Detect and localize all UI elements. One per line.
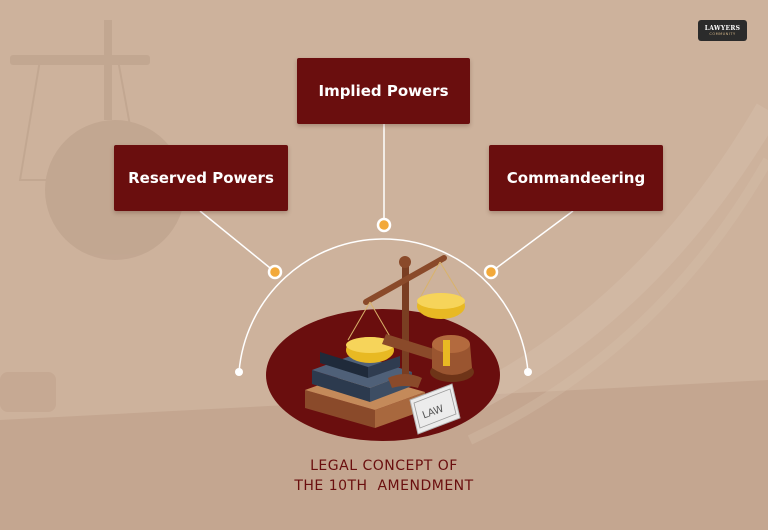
connector-arc xyxy=(238,238,529,373)
node-reserved-powers-label: Reserved Powers xyxy=(128,169,274,187)
connector-commandeering xyxy=(490,210,574,273)
arc-end-left xyxy=(235,368,243,376)
node-implied-powers-label: Implied Powers xyxy=(318,82,449,100)
logo-line1: LAWYERS xyxy=(704,24,741,32)
diagram-caption: LEGAL CONCEPT OF THE 10TH AMENDMENT xyxy=(234,456,534,496)
caption-line2: THE 10TH AMENDMENT xyxy=(294,478,474,494)
node-dot-reserved xyxy=(267,264,283,280)
node-implied-powers: Implied Powers xyxy=(297,58,470,124)
node-commandeering-label: Commandeering xyxy=(506,169,646,187)
node-dot-commandeering xyxy=(483,264,499,280)
scales-icon xyxy=(346,255,465,388)
logo-line2: COMMUNITY xyxy=(709,31,736,36)
connector-reserved xyxy=(199,210,276,273)
node-reserved-powers: Reserved Powers xyxy=(114,145,288,211)
gavel-icon xyxy=(382,334,474,382)
lawyers-community-logo: LAWYERS COMMUNITY xyxy=(698,20,747,41)
node-dot-implied xyxy=(376,217,392,233)
caption-line1: LEGAL CONCEPT OF xyxy=(310,458,458,474)
node-commandeering: Commandeering xyxy=(489,145,663,211)
arc-end-right xyxy=(524,368,532,376)
